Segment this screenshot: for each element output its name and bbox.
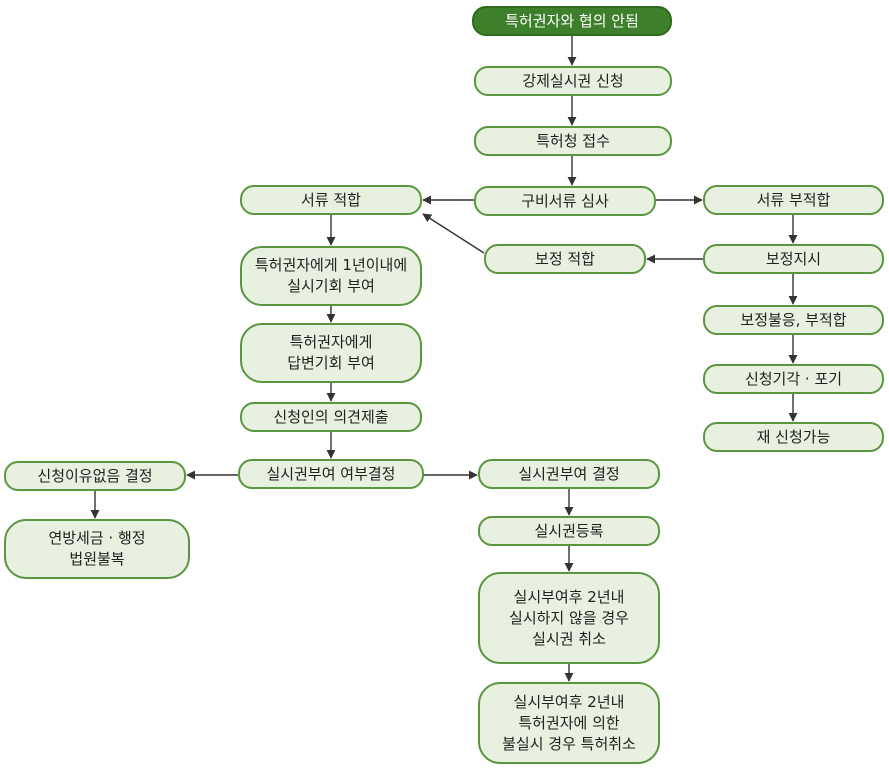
node-label-line: 불실시 경우 특허취소 <box>502 734 636 753</box>
node-review: 구비서류 심사 <box>474 186 656 216</box>
node-label-line: 특허권자에 의한 <box>518 713 620 732</box>
node-label-line: 서류 적합 <box>301 190 361 209</box>
node-label-line: 실시기회 부여 <box>287 277 375 295</box>
node-label-line: 실시권부여 여부결정 <box>266 464 396 483</box>
node-docs-ok: 서류 적합 <box>240 185 422 215</box>
node-label-line: 실시부여후 2년내 <box>513 587 625 606</box>
node-label-line: 특허권자에게 <box>289 333 373 351</box>
node-label-line: 특허청 접수 <box>536 131 610 150</box>
node-label-line: 보정불응, 부적합 <box>740 310 847 329</box>
node-docs-bad: 서류 부적합 <box>703 185 884 215</box>
node-grant: 실시권부여 결정 <box>478 459 660 489</box>
node-label-line: 재 신청가능 <box>756 427 831 446</box>
node-receipt: 특허청 접수 <box>474 126 672 156</box>
node-label-line: 실시권부여 결정 <box>518 464 620 483</box>
node-rejected: 신청기각 · 포기 <box>703 364 884 394</box>
node-label-line: 실시하지 않을 경우 <box>509 608 629 627</box>
node-reapply: 재 신청가능 <box>703 422 884 452</box>
node-label-line: 연방세금 · 행정 <box>48 529 146 547</box>
node-label-line: 답변기회 부여 <box>287 354 375 372</box>
node-label-line: 법원불복 <box>69 550 125 568</box>
node-apply: 강제실시권 신청 <box>474 66 672 96</box>
node-label-line: 강제실시권 신청 <box>522 71 624 90</box>
node-label-line: 신청기각 · 포기 <box>744 369 843 388</box>
node-label-line: 실시권등록 <box>534 521 604 540</box>
arrow-correction-ok-docs-ok <box>422 213 485 254</box>
node-label-line: 보정 적합 <box>535 249 595 268</box>
node-label-line: 특허권자와 협의 안됨 <box>505 11 639 30</box>
node-label-line: 서류 부적합 <box>756 190 831 209</box>
node-correction-order: 보정지시 <box>703 244 884 274</box>
node-label-line: 실시부여후 2년내 <box>513 692 625 711</box>
node-register: 실시권등록 <box>478 516 660 546</box>
node-opinion: 신청인의 의견제출 <box>240 402 422 432</box>
node-start: 특허권자와 협의 안됨 <box>472 6 672 36</box>
node-label-line: 실시권 취소 <box>532 629 606 648</box>
node-decision: 실시권부여 여부결정 <box>238 459 424 489</box>
node-no-reason: 신청이유없음 결정 <box>4 461 186 491</box>
node-label-line: 신청인의 의견제출 <box>273 407 389 426</box>
node-label-line: 보정지시 <box>765 249 822 268</box>
node-label-line: 특허권자에게 1년이내에 <box>254 256 408 274</box>
node-label-line: 신청이유없음 결정 <box>37 466 153 485</box>
node-correction-fail: 보정불응, 부적합 <box>703 305 884 335</box>
node-label-line: 구비서류 심사 <box>521 191 609 210</box>
node-correction-ok: 보정 적합 <box>484 244 646 274</box>
